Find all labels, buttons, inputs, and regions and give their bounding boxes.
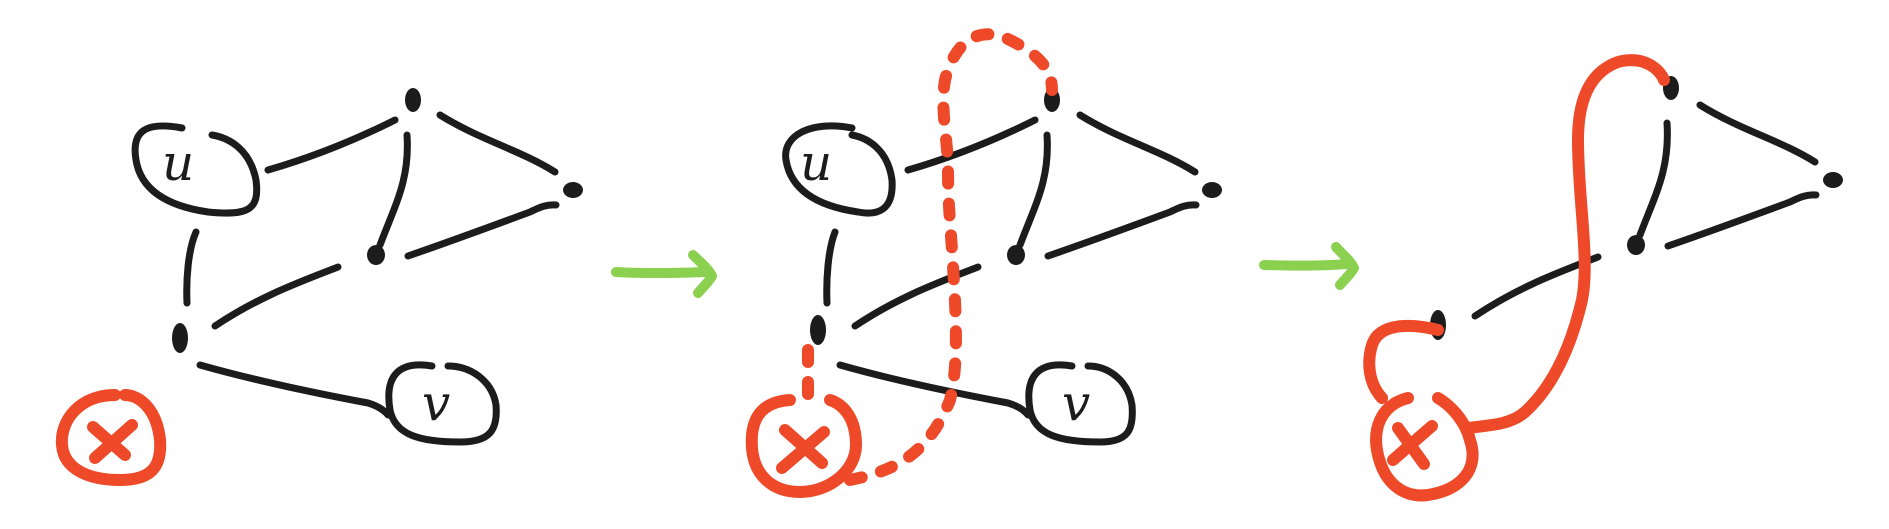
vertex-right: [1202, 182, 1222, 198]
cross-icon: [87, 419, 138, 464]
node-u: u: [782, 122, 896, 217]
vertex-right: [1823, 172, 1843, 188]
edge: [1636, 119, 1671, 239]
vertex-mid: [367, 245, 385, 265]
node-u: u: [131, 122, 261, 217]
edge: [1016, 131, 1051, 249]
vertex-top: [405, 88, 421, 112]
edge: [1664, 191, 1820, 250]
panel-before: u v: [55, 88, 583, 486]
edge: [851, 263, 982, 330]
vertex-left: [810, 315, 826, 345]
edge: [436, 111, 559, 176]
edge: [196, 361, 392, 419]
node-u-label: u: [800, 134, 832, 192]
edge: [183, 228, 200, 307]
edge: [404, 201, 560, 260]
removed-node: [1370, 392, 1479, 502]
vertex-mid: [1007, 245, 1025, 265]
edge: [904, 116, 1039, 174]
edge: [1696, 101, 1819, 166]
right-arrow-icon: [611, 250, 717, 298]
edge: [264, 116, 399, 174]
cross-icon: [1387, 420, 1438, 470]
edge: [836, 361, 1032, 419]
node-v-label: v: [1062, 374, 1090, 432]
right-arrow-icon: [1259, 242, 1359, 290]
dashed-reroute-path: [802, 28, 1058, 486]
node-v: v: [1025, 361, 1136, 446]
edge: [1076, 111, 1199, 176]
vertex-mid: [1627, 235, 1645, 255]
removed-node: [745, 394, 862, 498]
node-v: v: [385, 361, 500, 446]
edge: [376, 131, 411, 249]
edge: [211, 263, 342, 330]
vertex-right: [563, 182, 583, 198]
vertex-left: [172, 323, 188, 353]
red-rerouted-edge: [1363, 54, 1670, 434]
panel-after: [1363, 54, 1843, 502]
removed-node: [55, 389, 167, 486]
edge: [1044, 201, 1200, 260]
panel-middle: u v: [745, 28, 1222, 498]
node-u-label: u: [162, 134, 194, 192]
node-v-label: v: [422, 374, 450, 432]
cross-icon: [776, 424, 830, 474]
edge: [823, 228, 839, 307]
